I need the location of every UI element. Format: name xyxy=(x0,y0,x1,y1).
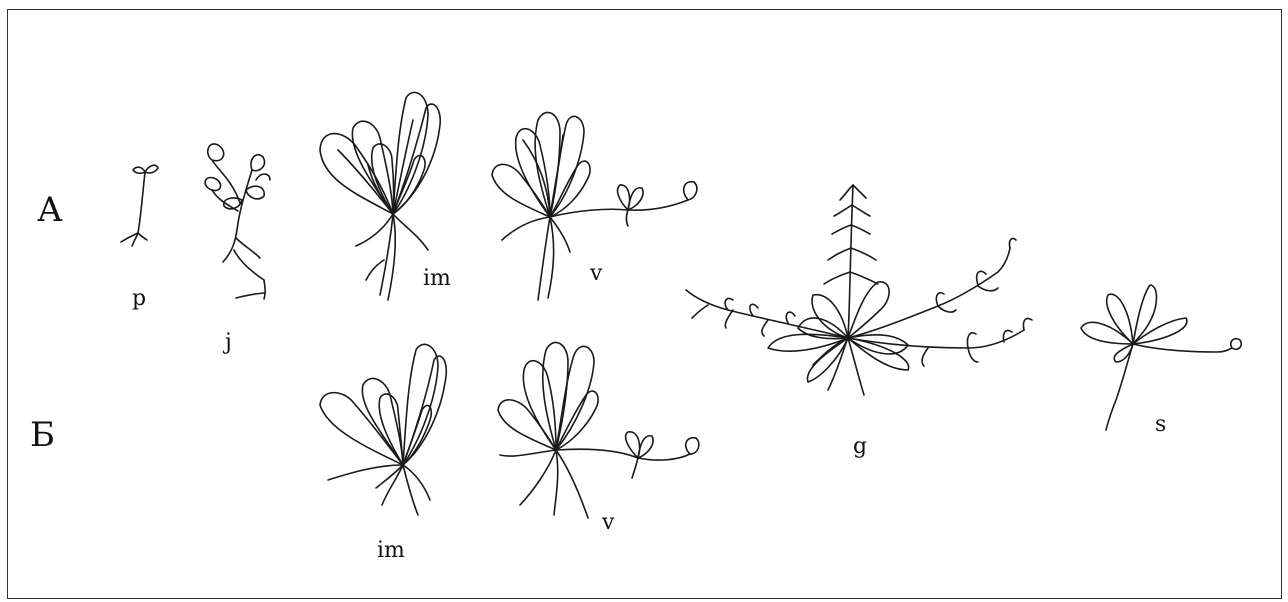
plant-drawings xyxy=(8,10,1281,598)
stage-label-g: g xyxy=(853,436,867,458)
plant-g-generative xyxy=(686,185,1032,395)
plant-im-b xyxy=(320,344,446,515)
row-label-b: Б xyxy=(30,418,55,452)
stage-label-v-a: v xyxy=(590,263,602,285)
stage-label-s: s xyxy=(1155,414,1166,436)
stage-label-im-b: im xyxy=(377,540,405,562)
stage-label-j: j xyxy=(225,332,232,354)
stage-label-v-b: v xyxy=(602,512,614,534)
figure-frame: А Б p j im v g s im v xyxy=(7,9,1282,599)
plant-j-juvenile xyxy=(205,144,270,299)
plant-v-b xyxy=(498,342,699,518)
stage-label-p: p xyxy=(132,288,146,310)
row-label-a: А xyxy=(37,193,63,227)
stage-label-im-a: im xyxy=(423,268,451,290)
plant-s-senile xyxy=(1081,285,1241,430)
plant-p-seedling xyxy=(121,165,158,246)
